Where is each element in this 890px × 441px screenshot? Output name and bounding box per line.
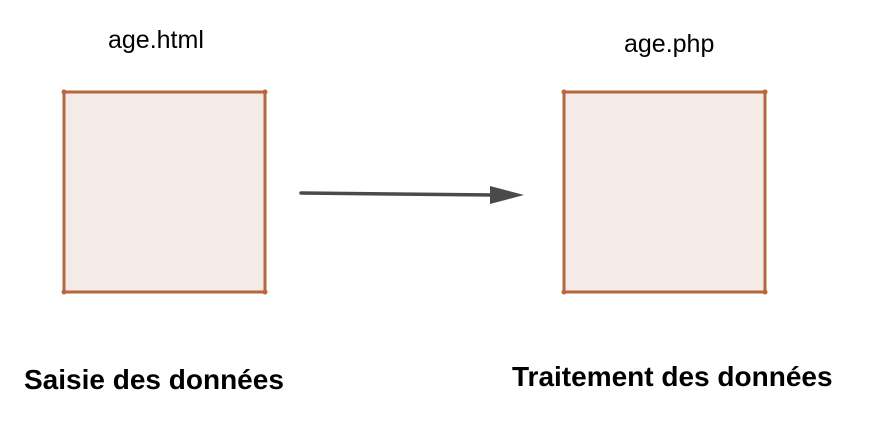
source-box-corner [262,289,268,295]
source-box-corner [61,89,67,95]
target-file-label: age.php [624,30,715,58]
source-box-corner [262,89,268,95]
source-box-corner [61,289,67,295]
target-box [562,90,767,294]
flow-arrow-head [490,186,524,204]
source-file-label: age.html [108,26,204,54]
target-role-label: Traitement des données [512,361,833,392]
target-box-corner [762,89,768,95]
target-box-corner [561,89,567,95]
target-box-corner [561,289,567,295]
target-box-corner [762,289,768,295]
source-box [62,90,267,294]
flow-arrow-shaft [299,191,496,197]
source-role-label: Saisie des données [24,364,284,395]
